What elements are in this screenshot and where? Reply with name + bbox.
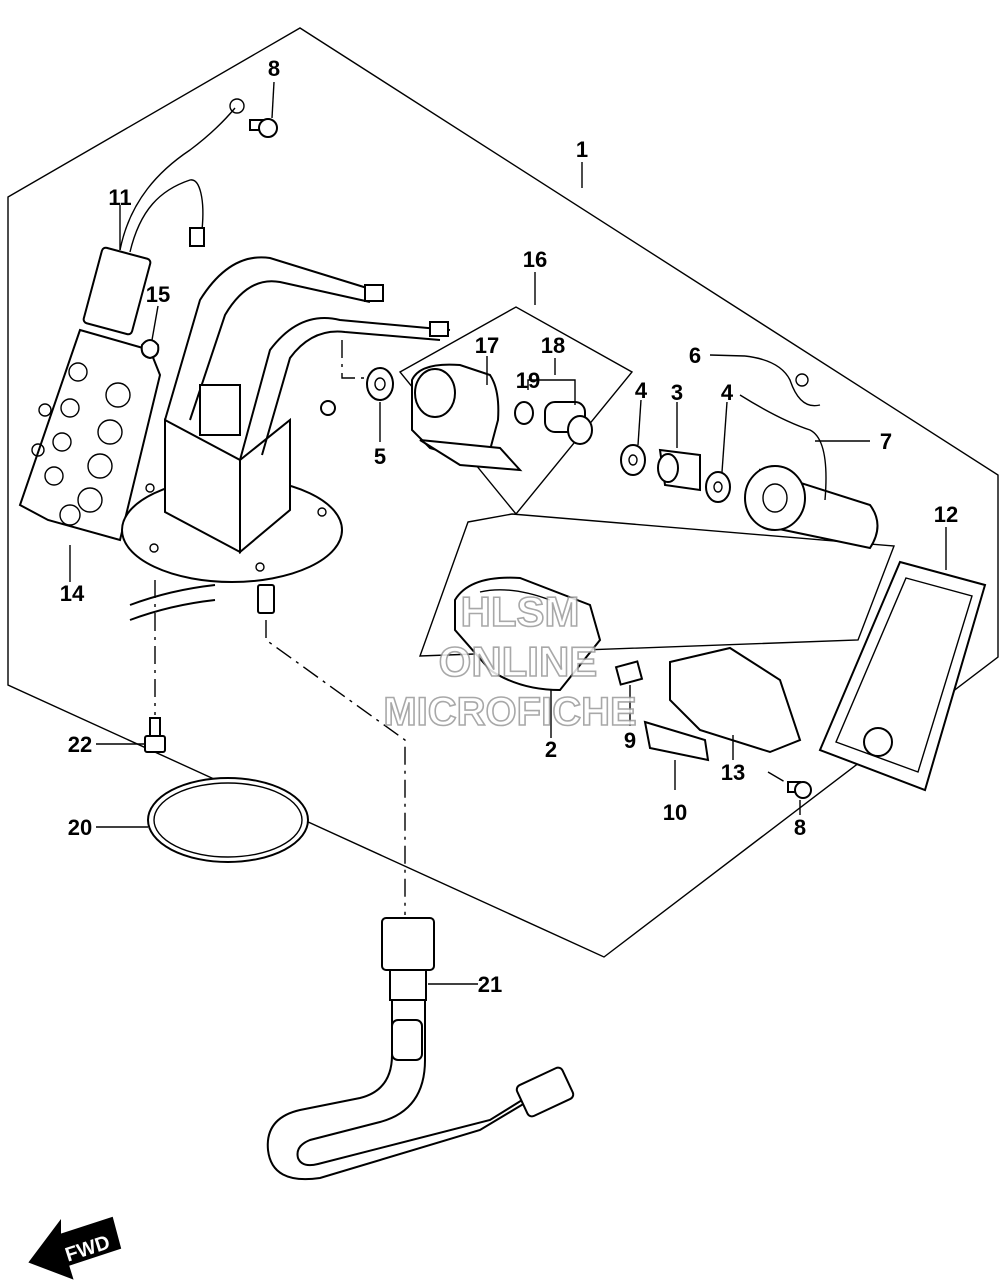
- callout-18: 18: [541, 333, 565, 358]
- gasket-part-20: [147, 777, 309, 863]
- callout-6: 6: [689, 343, 701, 368]
- callout-9: 9: [624, 728, 636, 753]
- pump-bracket-assembly: [121, 256, 451, 621]
- pad-part-10: [643, 720, 710, 762]
- subgroup-2-frame: [418, 513, 895, 657]
- screw-part-8-bottom: [787, 781, 812, 799]
- dash-line-hose-21: [265, 620, 406, 915]
- screw-part-8-top: [249, 118, 278, 138]
- o-ring-part-19: [514, 401, 534, 425]
- fuel-hose-part-21: [266, 917, 575, 1181]
- fwd-arrow-icon: FWD: [28, 1216, 122, 1280]
- callout-17: 17: [475, 333, 499, 358]
- callout-14: 14: [60, 581, 85, 606]
- leader-lines: [69, 81, 947, 985]
- washer-part-4-right: [705, 471, 731, 503]
- callout-4-left: 4: [635, 378, 648, 403]
- wire-part-6: [744, 355, 821, 407]
- callout-10: 10: [663, 800, 687, 825]
- callout-5: 5: [374, 444, 386, 469]
- callout-19: 19: [516, 368, 540, 393]
- callout-2: 2: [545, 737, 557, 762]
- regulator-part-17: [411, 363, 523, 472]
- callout-8-top: 8: [268, 56, 280, 81]
- callout-20: 20: [68, 815, 92, 840]
- dash-line-screw-8: [767, 771, 786, 783]
- filter-housing-part-2: [454, 576, 602, 692]
- dash-line-washer-5: [341, 340, 366, 379]
- washer-part-4-left: [620, 444, 646, 476]
- callout-12: 12: [934, 502, 958, 527]
- callout-13: 13: [721, 760, 745, 785]
- bracket-part-13: [669, 646, 802, 754]
- fuel-pump-part-7: [739, 394, 879, 550]
- clip-part-15: [140, 339, 160, 360]
- callout-21: 21: [478, 972, 502, 997]
- callout-1: 1: [576, 137, 588, 162]
- watermark-line-2: ONLINE: [439, 638, 598, 685]
- fitting-part-3: [657, 448, 701, 492]
- wiring-harness-part-11: [82, 98, 245, 336]
- callout-7: 7: [880, 429, 892, 454]
- assembly-1-frame: [7, 27, 999, 958]
- callout-8-bottom: 8: [794, 815, 806, 840]
- clip-part-9: [614, 660, 644, 686]
- filter-part-18: [544, 401, 593, 445]
- watermark-line-1: HLSM: [461, 588, 580, 635]
- callout-15: 15: [146, 282, 170, 307]
- bolt-part-22: [144, 717, 166, 753]
- washer-part-5: [366, 367, 394, 401]
- callout-11: 11: [108, 185, 131, 210]
- callout-16: 16: [523, 247, 547, 272]
- callout-3: 3: [671, 380, 683, 405]
- callout-22: 22: [68, 732, 92, 757]
- sock-filter-part-12: [818, 560, 987, 792]
- callout-4-right: 4: [721, 380, 734, 405]
- watermark-line-3: MICROFICHE: [383, 690, 636, 734]
